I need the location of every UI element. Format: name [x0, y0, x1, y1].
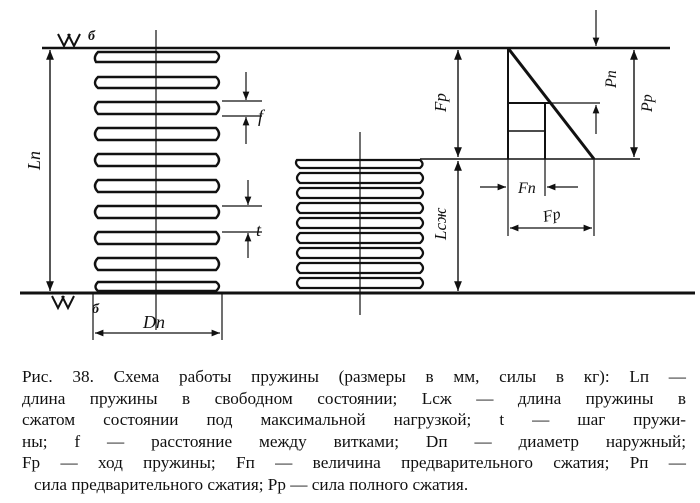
- label-t: t: [256, 220, 262, 240]
- caption-line: длина пружины в свободном состоянии; Lсж…: [22, 388, 686, 408]
- label-lp: Lп: [24, 151, 44, 171]
- caption-line: сила предварительного сжатия; Pр — сила …: [34, 474, 469, 494]
- roughness-mark-bottom-icon: [51, 295, 75, 311]
- free-spring: [93, 50, 221, 293]
- label-b-top: б: [88, 29, 96, 44]
- caption-line: Рис. 38. Схема работы пружины (размеры в…: [22, 367, 686, 386]
- figure-caption: Рис. 38. Схема работы пружины (размеры в…: [22, 366, 686, 496]
- label-lszh: Lсж: [431, 207, 450, 241]
- label-fr: Fp: [540, 206, 562, 227]
- label-pp-top: Pп: [603, 70, 620, 89]
- caption-line: сжатом состоянии под максимальной нагруз…: [22, 410, 686, 430]
- spring-diagram: б б Lп f t Dп: [20, 10, 695, 340]
- compressed-spring: [294, 158, 425, 290]
- label-b-bottom: б: [92, 302, 100, 317]
- label-f: f: [258, 106, 266, 126]
- label-fp-vertical: Fp: [431, 93, 450, 113]
- caption-line: ны; f — расстояние между витками; Dп — д…: [22, 431, 686, 451]
- force-diagram: [506, 47, 600, 160]
- label-pr: Pp: [639, 94, 656, 113]
- roughness-mark-top-icon: [57, 33, 81, 49]
- label-dp: Dп: [142, 312, 165, 332]
- caption-line: Fр — ход пружины; Fп — величина предвари…: [22, 453, 686, 473]
- label-fn: Fп: [517, 180, 536, 197]
